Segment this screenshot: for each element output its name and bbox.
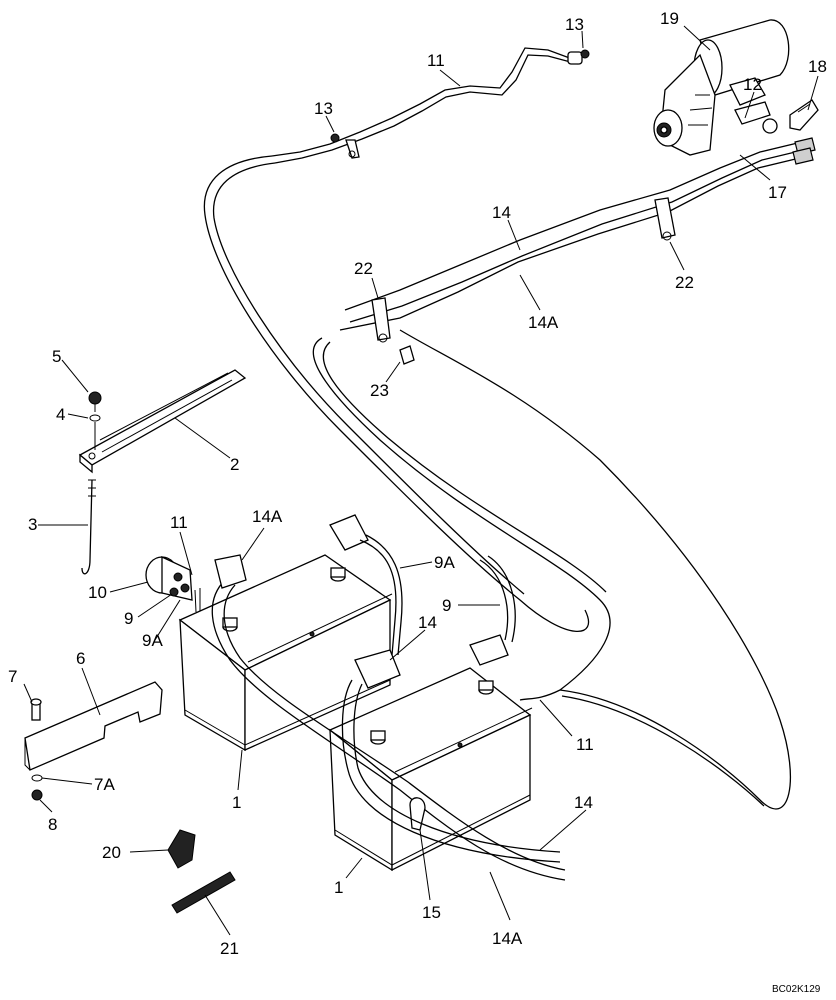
terminal-cap-18: [789, 99, 819, 131]
leader-lines: [23, 25, 819, 936]
callout-23: 23: [370, 381, 389, 400]
cable-9A: [329, 514, 403, 656]
callout-22: 22: [354, 259, 373, 278]
callout-13: 13: [565, 15, 584, 34]
callout-10: 10: [88, 583, 107, 602]
callout-labels: 19 13 11 13 18 12 17 14 22 22 14A 23 5 4…: [8, 9, 827, 995]
callout-9: 9: [124, 609, 133, 628]
callout-14: 14: [418, 613, 437, 632]
callout-9A: 9A: [434, 553, 455, 572]
callout-20: 20: [102, 843, 121, 862]
callout-1: 1: [232, 793, 241, 812]
callout-6: 6: [76, 649, 85, 668]
callout-11: 11: [427, 51, 445, 70]
callout-22: 22: [675, 273, 694, 292]
callout-12: 12: [743, 75, 762, 94]
battery-front: [328, 667, 533, 872]
callout-13: 13: [314, 99, 333, 118]
callout-1: 1: [334, 878, 343, 897]
callout-7A: 7A: [94, 775, 115, 794]
callout-5: 5: [52, 347, 61, 366]
callout-19: 19: [660, 9, 679, 28]
callout-7: 7: [8, 667, 17, 686]
callout-21: 21: [220, 939, 239, 958]
callout-11: 11: [576, 735, 594, 754]
cables-14-14A-upper: [339, 137, 816, 365]
callout-17: 17: [768, 183, 787, 202]
callout-11: 11: [170, 513, 188, 532]
mounting-bracket: [24, 681, 163, 801]
callout-9: 9: [442, 596, 451, 615]
cable-9: [469, 555, 516, 666]
callout-3: 3: [28, 515, 37, 534]
callout-15: 15: [422, 903, 441, 922]
connector-20: [167, 829, 196, 869]
callout-9A: 9A: [142, 631, 163, 650]
battery-disconnect-switch: [145, 555, 201, 613]
battery-rear: [178, 554, 393, 752]
cable-14A-lower: [211, 554, 566, 881]
callout-14A: 14A: [252, 507, 283, 526]
callout-14: 14: [492, 203, 511, 222]
cable-14-lower: [341, 649, 561, 863]
cable-11-loop: [203, 47, 791, 810]
callout-4: 4: [56, 405, 65, 424]
callout-14A: 14A: [492, 929, 523, 948]
strip-21: [171, 871, 236, 914]
callout-14A: 14A: [528, 313, 559, 332]
drawing-code: BC02K129: [772, 984, 821, 995]
callout-2: 2: [230, 455, 239, 474]
battery-hold-down-bracket: [78, 369, 247, 575]
callout-18: 18: [808, 57, 827, 76]
starter-motor: [653, 19, 790, 156]
callout-14: 14: [574, 793, 593, 812]
callout-8: 8: [48, 815, 57, 834]
